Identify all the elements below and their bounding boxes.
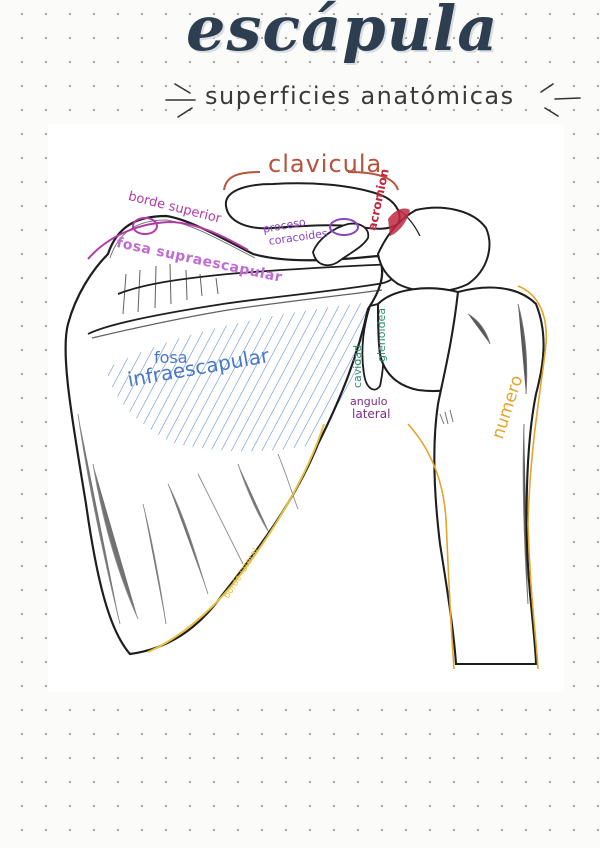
label-cavidad: cavidad xyxy=(351,344,364,388)
lateral-border-line xyxy=(147,423,325,653)
supraspinous-shading xyxy=(122,263,219,315)
acromion-outline xyxy=(376,206,491,293)
page-subtitle: superficies anatómicas xyxy=(205,82,515,110)
label-clavicula: clavicula xyxy=(268,150,383,178)
clavicle-bracket xyxy=(223,171,399,191)
label-glenoidea: glenoidea xyxy=(375,307,388,362)
body-shading xyxy=(77,413,299,625)
coracoid-outline xyxy=(312,222,370,267)
label-angulo: angulo xyxy=(350,395,388,408)
label-lateral: lateral xyxy=(352,407,391,421)
humerus-outline-yellow xyxy=(407,285,548,670)
page-title: escápula xyxy=(186,0,499,65)
label-fosa: fosa xyxy=(154,348,188,367)
coracoid-circle xyxy=(329,218,359,236)
superior-border-line xyxy=(87,220,249,260)
humerus-shaft-outline xyxy=(433,286,545,666)
scapula-drawing xyxy=(64,171,548,670)
superior-border-circle xyxy=(132,217,158,235)
diagram-canvas: clavicula acromion borde superior proces… xyxy=(48,124,564,692)
humerus-shading xyxy=(439,303,529,605)
acromion-accent xyxy=(388,208,410,236)
decorative-sparks xyxy=(165,83,581,118)
